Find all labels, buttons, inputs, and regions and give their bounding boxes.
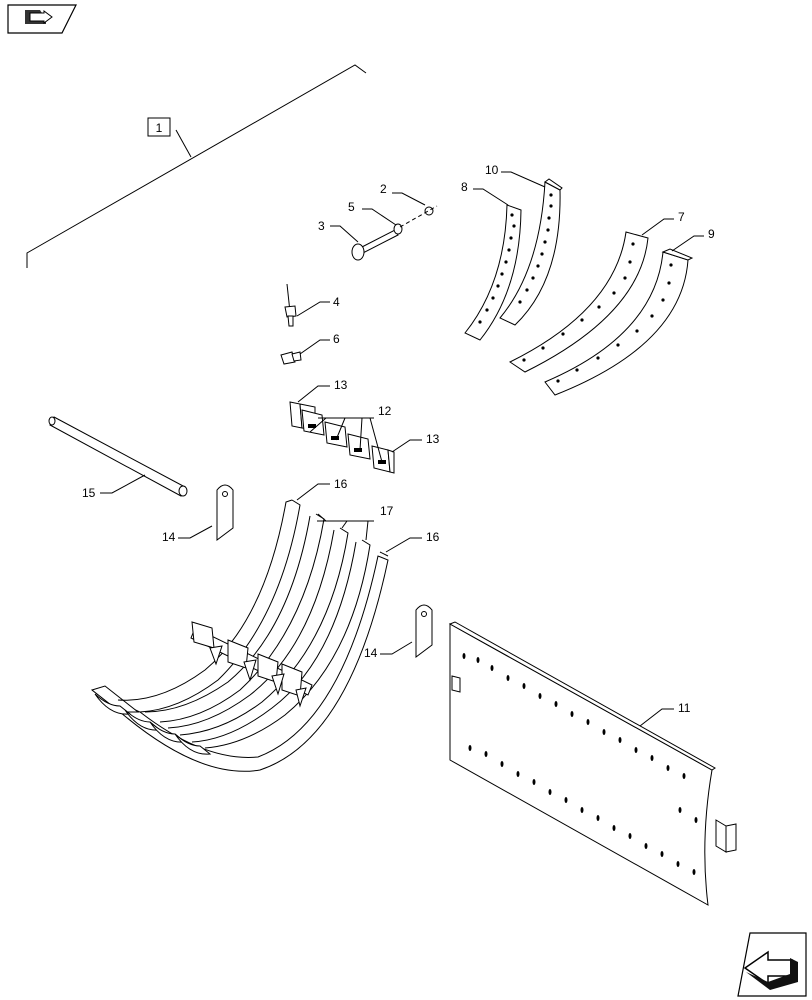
callout-5: 5	[348, 200, 355, 214]
assembly-reference-box	[147, 117, 171, 137]
callout-13-top: 13	[334, 378, 348, 392]
pad-part-12-2	[324, 421, 348, 448]
assembly-bracket: 1	[26, 64, 367, 268]
book-arrow-next-icon	[743, 950, 798, 990]
panel-part-11	[448, 621, 737, 906]
strip-part-9	[544, 248, 694, 396]
callout-17: 17	[380, 504, 394, 518]
book-arrow-icon	[25, 10, 53, 24]
strip-part-8	[464, 204, 522, 341]
nav-back-button[interactable]	[7, 4, 77, 34]
pad-part-12-3	[347, 433, 371, 460]
callout-7: 7	[678, 210, 685, 224]
callout-14-upper: 14	[162, 530, 176, 544]
assembly-reference-label: 1	[156, 121, 163, 135]
strip-part-7	[509, 231, 649, 373]
callout-16-lower: 16	[426, 530, 440, 544]
pad-part-12-1	[301, 409, 325, 436]
callout-16-upper: 16	[334, 477, 348, 491]
callout-6: 6	[333, 332, 340, 346]
callout-8: 8	[461, 180, 468, 194]
callout-15: 15	[82, 486, 96, 500]
rod-part	[48, 416, 188, 497]
bracket-part-14-upper	[216, 484, 234, 541]
callout-11: 11	[678, 701, 691, 715]
callout-9: 9	[708, 227, 715, 241]
callout-2: 2	[380, 182, 387, 196]
callout-10: 10	[485, 163, 499, 177]
bolt-part	[280, 351, 302, 365]
strip-part-10	[499, 178, 563, 326]
callout-13-bottom: 13	[426, 432, 440, 446]
concave-grate	[90, 499, 389, 772]
pad-part-13-bottom	[371, 445, 395, 474]
nav-next-button[interactable]	[737, 932, 807, 997]
bracket-part-14-lower	[415, 604, 433, 658]
callout-12: 12	[378, 404, 392, 418]
callout-4: 4	[333, 295, 340, 309]
callout-14-lower: 14	[364, 646, 378, 660]
callout-3: 3	[318, 219, 325, 233]
pin-part	[351, 205, 438, 261]
rivet-part	[284, 283, 297, 327]
